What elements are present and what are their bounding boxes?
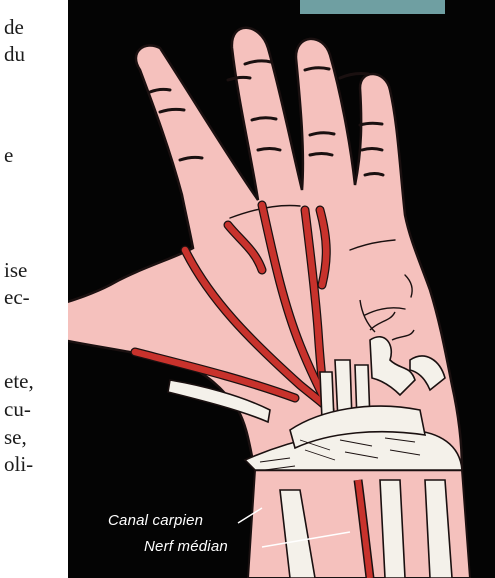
text-fragment: du xyxy=(4,41,25,67)
hand-shape xyxy=(68,28,462,470)
text-fragment: ise xyxy=(4,257,27,283)
hand-anatomy-illustration: Canal carpien Nerf médian xyxy=(68,0,495,578)
median-nerve-label: Nerf médian xyxy=(144,538,228,555)
text-fragment: ec- xyxy=(4,284,30,310)
text-fragment: de xyxy=(4,14,24,40)
text-fragment: se, xyxy=(4,424,27,450)
text-fragment: e xyxy=(4,142,13,168)
text-fragment: cu- xyxy=(4,396,31,422)
text-fragment: oli- xyxy=(4,451,33,477)
text-fragment: ete, xyxy=(4,368,34,394)
carpal-tunnel-label: Canal carpien xyxy=(108,512,203,529)
top-strip xyxy=(300,0,445,14)
hand-drawing xyxy=(68,0,495,578)
